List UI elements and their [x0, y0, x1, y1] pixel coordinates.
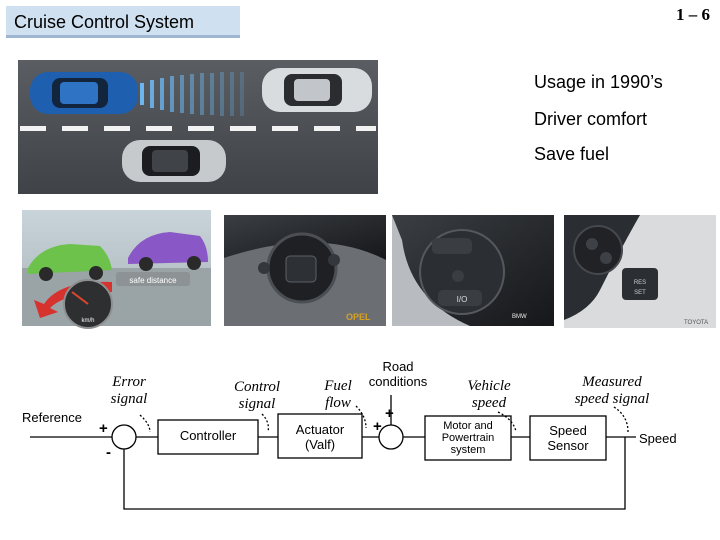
actuator-box: [277, 413, 363, 459]
road-radar-photo: [18, 60, 378, 194]
sum2-plus-top-sign: +: [385, 405, 394, 422]
speed-sensor-label: Speed Sensor: [547, 423, 589, 453]
sensor-box: [529, 415, 607, 461]
reference-label: Reference: [22, 410, 82, 425]
fuel-flow-label: Fuel flow: [324, 378, 352, 411]
measured-speed-signal-label: Measured speed signal: [574, 374, 650, 407]
controller-label: Controller: [179, 428, 237, 443]
toyota-logo: TOYOTA: [684, 320, 708, 326]
safe-distance-illustration: safe distance km/h: [22, 210, 211, 329]
dark-car: [122, 140, 226, 182]
road-conditions-label: Road conditions: [368, 359, 428, 389]
control-signal-label: Control signal: [233, 379, 281, 412]
speed-output-label: Speed: [639, 431, 677, 446]
opel-steering-wheel-photo: OPEL: [224, 215, 386, 326]
vehicle-speed-label: Vehicle speed: [467, 378, 511, 411]
usage-item-comfort: Driver comfort: [534, 109, 648, 129]
sum1-plus-sign: +: [99, 420, 108, 437]
summing-junction-2: [378, 424, 404, 450]
opel-logo: OPEL: [346, 312, 371, 322]
silver-car: [262, 68, 372, 112]
actuator-label: Actuator (Valf): [295, 422, 345, 452]
button-set-label: SET: [634, 290, 646, 296]
block-diagram: [30, 395, 636, 510]
bmw-logo: BMW: [512, 314, 527, 320]
motor-powertrain-label: Motor and Powertrain system: [441, 420, 495, 456]
summing-junction-1: [111, 424, 137, 450]
sum2-plus-left-sign: +: [373, 418, 382, 435]
button-io-label: I/O: [457, 295, 468, 304]
usage-item-fuel: Save fuel: [534, 144, 610, 164]
speedometer-unit: km/h: [81, 318, 94, 324]
blue-car: [30, 72, 138, 114]
button-res-label: RES: [634, 280, 646, 286]
slide-title: Cruise Control System: [14, 12, 195, 32]
title-bar: [6, 6, 240, 38]
slide-number: 1 – 6: [676, 5, 710, 24]
toyota-steering-wheel-photo: RES SET TOYOTA: [564, 215, 716, 328]
motor-box: [424, 415, 512, 461]
safe-distance-label: safe distance: [129, 276, 177, 285]
usage-item-1990s: Usage in 1990’s: [534, 72, 663, 92]
sum1-minus-sign: -: [106, 444, 111, 461]
bmw-steering-wheel-photo: I/O BMW: [392, 215, 554, 326]
error-signal-label: Error signal: [110, 374, 148, 407]
